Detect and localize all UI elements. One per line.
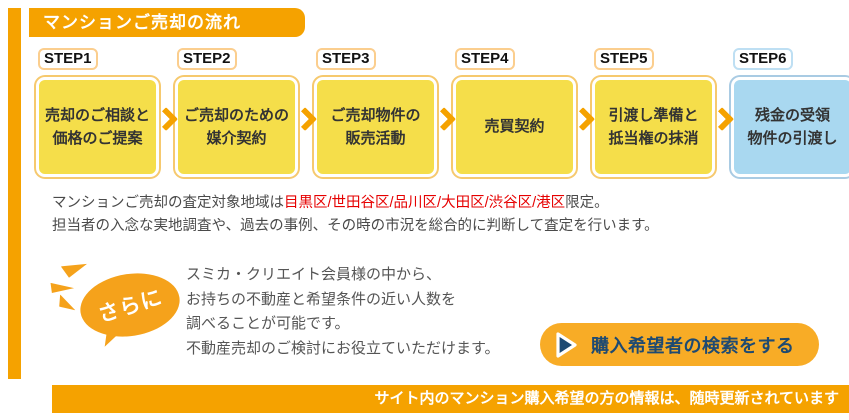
step-2-text-line1: ご売却のための bbox=[183, 106, 289, 124]
arrow-right-icon bbox=[715, 112, 731, 128]
sarani-badge-label: さらに bbox=[95, 285, 166, 328]
step-6-label: STEP6 bbox=[733, 48, 793, 70]
step-3: STEP3 ご売却物件の 販売活動 bbox=[314, 48, 437, 177]
step-4-label: STEP4 bbox=[455, 48, 515, 70]
step-3-text-line1: ご売却物件の bbox=[330, 106, 421, 124]
member-search-description: スミカ・クリエイト会員様の中から、 お持ちの不動産と希望条件の近い人数を 調べる… bbox=[186, 263, 500, 361]
emphasis-ray-icon bbox=[49, 282, 74, 295]
step-4-box: 売買契約 bbox=[453, 77, 576, 177]
arrow-right-icon bbox=[437, 112, 453, 128]
step-4-text-line1: 売買契約 bbox=[484, 118, 545, 136]
promo-line-4: 不動産売却のご検討にお役立ていただけます。 bbox=[186, 339, 500, 357]
promo-line-3: 調べることが可能です。 bbox=[186, 315, 350, 332]
notice-line-2: 担当者の入念な実地調査や、過去の事例、その時の市況を総合的に判断して査定を行いま… bbox=[52, 218, 659, 234]
arrow-right-icon bbox=[159, 112, 175, 128]
promo-line-1: スミカ・クリエイト会員様の中から、 bbox=[186, 266, 442, 283]
step-1-box: 売却のご相談と 価格のご提案 bbox=[36, 77, 159, 177]
left-accent-bar bbox=[8, 8, 21, 379]
step-5-text-line1: 引渡し準備と bbox=[608, 106, 699, 124]
sarani-badge: さらに bbox=[75, 266, 185, 344]
emphasis-ray-icon bbox=[55, 294, 79, 314]
step-3-box: ご売却物件の 販売活動 bbox=[314, 77, 437, 177]
step-5-text-line2: 抵当権の抹消 bbox=[608, 130, 699, 147]
step-1-label: STEP1 bbox=[38, 48, 98, 70]
sale-flow-steps: STEP1 売却のご相談と 価格のご提案 STEP2 ご売却のための 媒介契約 … bbox=[36, 48, 849, 177]
footer-update-note: サイト内のマンション購入希望の方の情報は、随時更新されています bbox=[52, 385, 849, 413]
step-2-text-line2: 媒介契約 bbox=[206, 130, 267, 147]
play-arrow-icon bbox=[556, 331, 577, 358]
step-2-label: STEP2 bbox=[177, 48, 237, 70]
step-2-box: ご売却のための 媒介契約 bbox=[175, 77, 298, 177]
step-6: STEP6 残金の受領 物件の引渡し bbox=[731, 48, 849, 177]
buyer-search-button-label: 購入希望者の検索をする bbox=[591, 335, 795, 356]
arrow-right-icon bbox=[298, 112, 314, 128]
step-3-text-line2: 販売活動 bbox=[345, 130, 406, 147]
step-6-box: 残金の受領 物件の引渡し bbox=[731, 77, 849, 177]
step-6-text-line2: 物件の引渡し bbox=[747, 130, 838, 147]
arrow-right-icon bbox=[576, 112, 592, 128]
promo-line-2: お持ちの不動産と希望条件の近い人数を bbox=[186, 290, 457, 308]
step-1: STEP1 売却のご相談と 価格のご提案 bbox=[36, 48, 159, 177]
step-5-box: 引渡し準備と 抵当権の抹消 bbox=[592, 77, 715, 177]
page-title: マンションご売却の流れ bbox=[29, 8, 305, 37]
step-5: STEP5 引渡し準備と 抵当権の抹消 bbox=[592, 48, 715, 177]
notice-suffix: 限定。 bbox=[565, 195, 609, 211]
step-3-label: STEP3 bbox=[316, 48, 376, 70]
notice-line-1: マンションご売却の査定対象地域は目黒区/世田谷区/品川区/大田区/渋谷区/港区限… bbox=[52, 192, 659, 215]
assessment-area-notice: マンションご売却の査定対象地域は目黒区/世田谷区/品川区/大田区/渋谷区/港区限… bbox=[52, 192, 659, 238]
step-1-text-line2: 価格のご提案 bbox=[52, 130, 143, 147]
step-1-text-line1: 売却のご相談と bbox=[44, 106, 150, 124]
step-4: STEP4 売買契約 bbox=[453, 48, 576, 177]
step-6-text-line1: 残金の受領 bbox=[754, 106, 830, 124]
emphasis-ray-icon bbox=[61, 260, 89, 279]
notice-prefix: マンションご売却の査定対象地域は bbox=[52, 195, 284, 211]
step-5-label: STEP5 bbox=[594, 48, 654, 70]
step-2: STEP2 ご売却のための 媒介契約 bbox=[175, 48, 298, 177]
buyer-search-button[interactable]: 購入希望者の検索をする bbox=[540, 323, 819, 366]
notice-areas: 目黒区/世田谷区/品川区/大田区/渋谷区/港区 bbox=[284, 195, 566, 211]
